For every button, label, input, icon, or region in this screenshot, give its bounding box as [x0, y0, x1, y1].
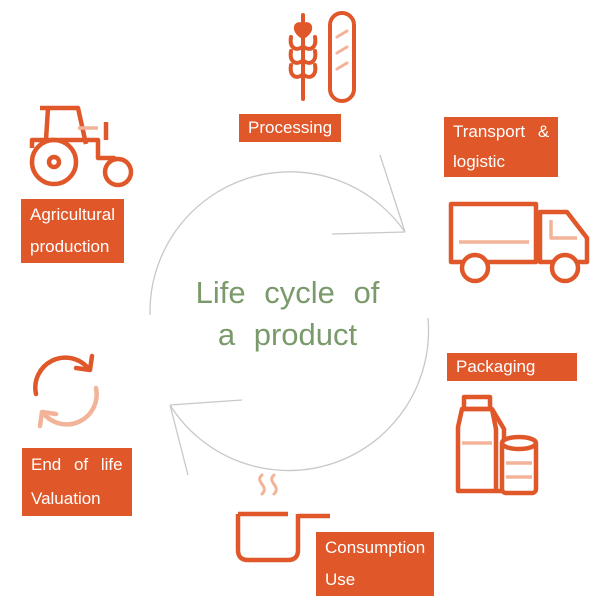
- wheat-bread-icon: [288, 11, 356, 103]
- center-title-line2: a product: [217, 317, 358, 352]
- cycle-arrowhead-right: [331, 154, 406, 235]
- stage-label-processing: Processing: [239, 114, 342, 142]
- center-title: Life cycle of a product: [160, 275, 415, 353]
- center-title-line1: Life cycle of: [195, 275, 380, 310]
- stage-label-packaging: Packaging: [447, 353, 577, 381]
- truck-icon: [448, 201, 590, 284]
- agri-label-line1: Agricultural: [30, 205, 116, 224]
- transport-label-line1: Transport &: [453, 122, 550, 141]
- tractor-icon: [29, 105, 134, 188]
- stage-label-end-of-life: End of life Valuation: [22, 448, 132, 516]
- stage-label-transport: Transport & logistic: [444, 117, 559, 177]
- agri-label-line2: production: [30, 237, 110, 256]
- cycle-arc-top: [149, 171, 406, 316]
- stage-label-agricultural: Agricultural production: [21, 199, 125, 263]
- transport-label-line2: logistic: [453, 152, 505, 171]
- milk-can-icon: [455, 394, 539, 496]
- recycle-icon: [33, 353, 99, 429]
- cooking-pot-icon: [235, 473, 330, 563]
- cycle-arc-bottom: [169, 317, 430, 472]
- stage-label-consumption: Consumption Use: [316, 532, 435, 596]
- end-label-line2: Valuation: [31, 489, 101, 508]
- end-label-line1: End of life: [31, 455, 123, 474]
- consumption-label-line1: Consumption: [325, 538, 426, 557]
- consumption-label-line2: Use: [325, 570, 356, 589]
- cycle-arrowhead-left: [169, 399, 243, 476]
